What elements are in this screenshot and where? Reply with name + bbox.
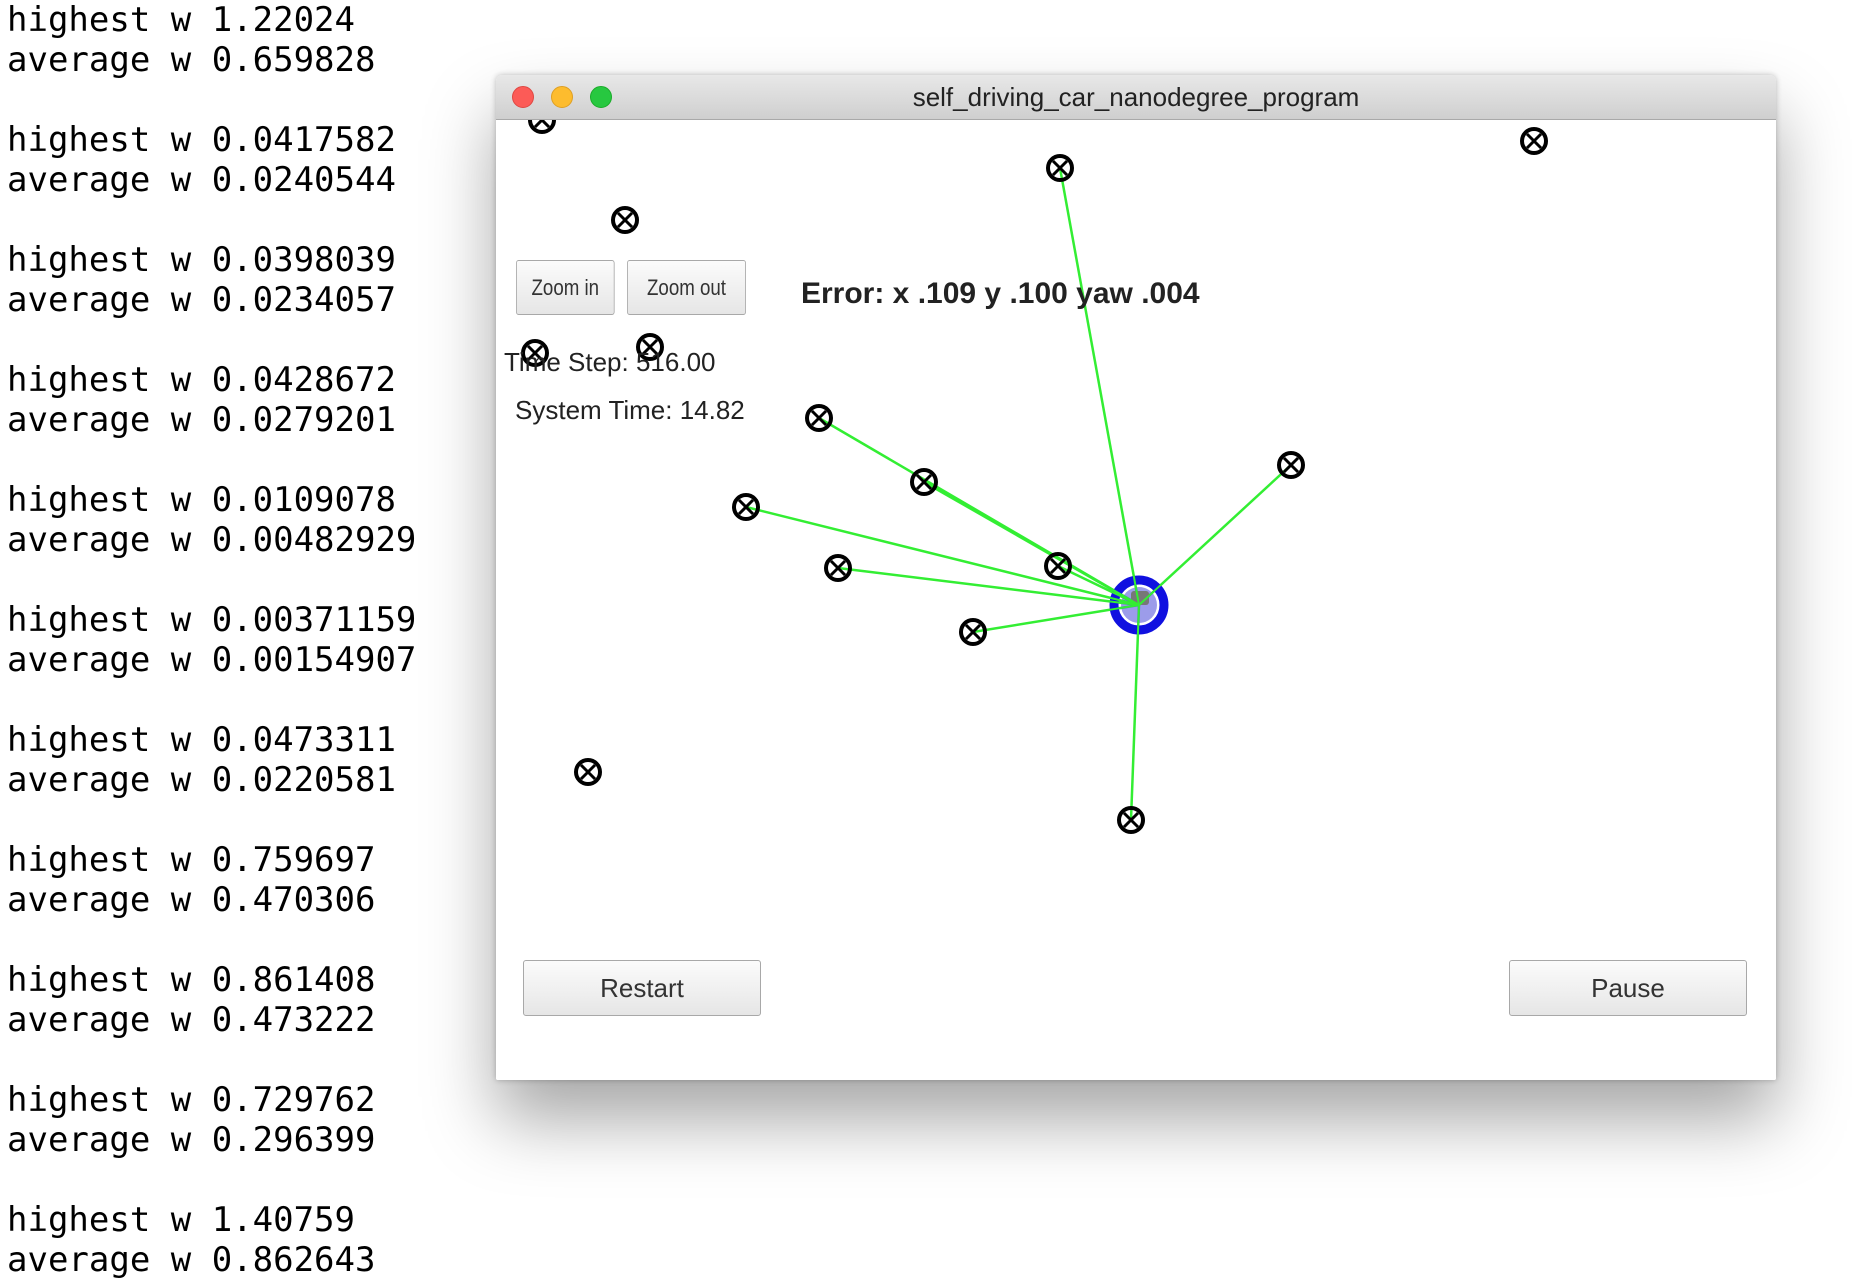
sensor-observation-line bbox=[1129, 604, 1141, 821]
landmark-icon bbox=[611, 206, 639, 234]
landmark-icon bbox=[528, 120, 556, 134]
landmark-icon bbox=[732, 493, 760, 521]
log-line-highest: highest w 0.759697 bbox=[7, 840, 376, 880]
log-line-average: average w 0.473222 bbox=[7, 1000, 376, 1040]
time-step-readout: Time Step: 516.00 bbox=[504, 347, 716, 377]
sensor-observation-line bbox=[923, 480, 1140, 607]
sensor-observation-line bbox=[1136, 604, 1140, 636]
log-line-average: average w 0.659828 bbox=[7, 40, 376, 80]
log-line-average: average w 0.00154907 bbox=[7, 640, 417, 680]
landmark-icon bbox=[521, 339, 549, 367]
log-line-average: average w 0.862643 bbox=[7, 1240, 376, 1278]
log-line-average: average w 0.0220581 bbox=[7, 760, 396, 800]
close-window-button[interactable] bbox=[512, 86, 534, 108]
log-line-average: average w 0.296399 bbox=[7, 1120, 376, 1160]
landmark-icon bbox=[1046, 154, 1074, 182]
sensor-observation-line bbox=[1111, 591, 1140, 606]
log-line-average: average w 0.0234057 bbox=[7, 280, 396, 320]
log-line-average: average w 0.0279201 bbox=[7, 400, 396, 440]
log-line-highest: highest w 0.0109078 bbox=[7, 480, 396, 520]
zoom-in-button[interactable]: Zoom in bbox=[516, 260, 615, 315]
pause-button[interactable]: Pause bbox=[1509, 960, 1747, 1016]
window-title: self_driving_car_nanodegree_program bbox=[912, 82, 1360, 112]
sensor-observation-line bbox=[1138, 464, 1292, 606]
simulator-window: self_driving_car_nanodegree_program Zoom… bbox=[496, 75, 1776, 1080]
simulation-scene bbox=[521, 120, 1548, 834]
sensor-observation-line bbox=[745, 505, 1140, 607]
log-line-average: average w 0.0240544 bbox=[7, 160, 396, 200]
landmark-icon bbox=[959, 618, 987, 646]
log-line-highest: highest w 1.40759 bbox=[7, 1200, 355, 1240]
landmark-icon bbox=[824, 554, 852, 582]
log-line-highest: highest w 0.0473311 bbox=[7, 720, 396, 760]
sensor-observation-line bbox=[1058, 167, 1141, 606]
landmark-icon bbox=[1520, 127, 1548, 155]
log-line-average: average w 0.00482929 bbox=[7, 520, 417, 560]
log-line-highest: highest w 1.22024 bbox=[7, 0, 355, 40]
sensor-observation-line bbox=[1138, 583, 1162, 606]
system-time-readout: System Time: 14.82 bbox=[515, 395, 745, 425]
zoom-out-button[interactable]: Zoom out bbox=[627, 260, 746, 315]
log-line-highest: highest w 0.0398039 bbox=[7, 240, 396, 280]
title-bar[interactable]: self_driving_car_nanodegree_program bbox=[496, 75, 1776, 120]
log-line-highest: highest w 0.861408 bbox=[7, 960, 376, 1000]
landmark-icon bbox=[805, 404, 833, 432]
log-line-average: average w 0.470306 bbox=[7, 880, 376, 920]
landmark-icon bbox=[636, 333, 664, 361]
minimize-window-button[interactable] bbox=[551, 86, 573, 108]
landmark-icon bbox=[1117, 806, 1145, 834]
log-line-highest: highest w 0.00371159 bbox=[7, 600, 417, 640]
sensor-observation-line bbox=[1109, 600, 1140, 606]
landmark-icon bbox=[1044, 552, 1072, 580]
landmark-icon bbox=[574, 758, 602, 786]
maximize-window-button[interactable] bbox=[590, 86, 612, 108]
log-line-highest: highest w 0.729762 bbox=[7, 1080, 376, 1120]
restart-button[interactable]: Restart bbox=[523, 960, 761, 1016]
landmark-icon bbox=[910, 468, 938, 496]
error-readout: Error: x .109 y .100 yaw .004 bbox=[801, 277, 1200, 310]
log-line-highest: highest w 0.0428672 bbox=[7, 360, 396, 400]
sensor-observation-line bbox=[837, 566, 1140, 607]
simulation-canvas[interactable]: Zoom in Zoom out Error: x .109 y .100 ya… bbox=[496, 120, 1776, 1080]
log-line-highest: highest w 0.0417582 bbox=[7, 120, 396, 160]
sensor-observation-line bbox=[1109, 604, 1140, 611]
sensor-observation-line bbox=[1132, 575, 1140, 606]
landmark-icon bbox=[1277, 451, 1305, 479]
